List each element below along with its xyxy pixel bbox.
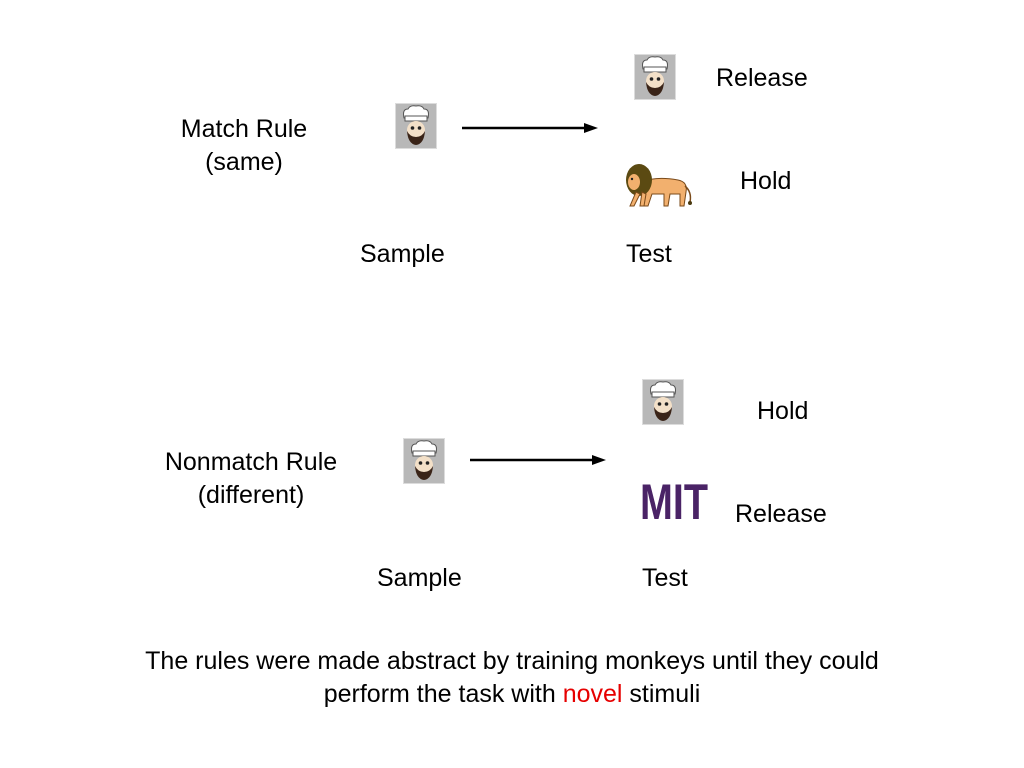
caption-text-after: stimuli <box>622 680 701 708</box>
caption-line-2: perform the task with novel stimuli <box>0 678 1024 711</box>
caption-text-before: perform the task with <box>323 680 563 708</box>
match-arrow-icon <box>462 123 598 133</box>
nonmatch-arrow-icon <box>470 455 606 465</box>
match-release-label: Release <box>716 64 808 92</box>
nonmatch-test-chef-icon <box>642 379 684 425</box>
match-rule-label: Match Rule (same) <box>164 113 324 179</box>
match-rule-subtitle: (same) <box>205 148 283 176</box>
match-rule-title: Match Rule <box>180 115 308 143</box>
match-sample-chef-icon <box>395 103 437 149</box>
nonmatch-rule-label: Nonmatch Rule (different) <box>146 446 356 512</box>
caption-line-1: The rules were made abstract by training… <box>145 647 879 675</box>
nonmatch-release-label: Release <box>735 500 827 528</box>
match-hold-label: Hold <box>740 167 792 195</box>
caption-highlight: novel <box>562 680 623 708</box>
match-test-label: Test <box>626 240 672 268</box>
mit-logo-text: MIT <box>640 477 708 523</box>
nonmatch-sample-chef-icon <box>403 438 445 484</box>
caption: The rules were made abstract by training… <box>0 645 1024 711</box>
match-test-chef-icon <box>634 54 676 100</box>
nonmatch-rule-title: Nonmatch Rule <box>164 448 338 476</box>
nonmatch-rule-subtitle: (different) <box>197 481 305 509</box>
nonmatch-sample-label: Sample <box>377 564 462 592</box>
match-test-lion-icon <box>626 164 692 207</box>
mit-logo: MIT <box>640 477 708 523</box>
nonmatch-test-label: Test <box>642 564 688 592</box>
nonmatch-hold-label: Hold <box>757 397 809 425</box>
match-sample-label: Sample <box>360 240 445 268</box>
